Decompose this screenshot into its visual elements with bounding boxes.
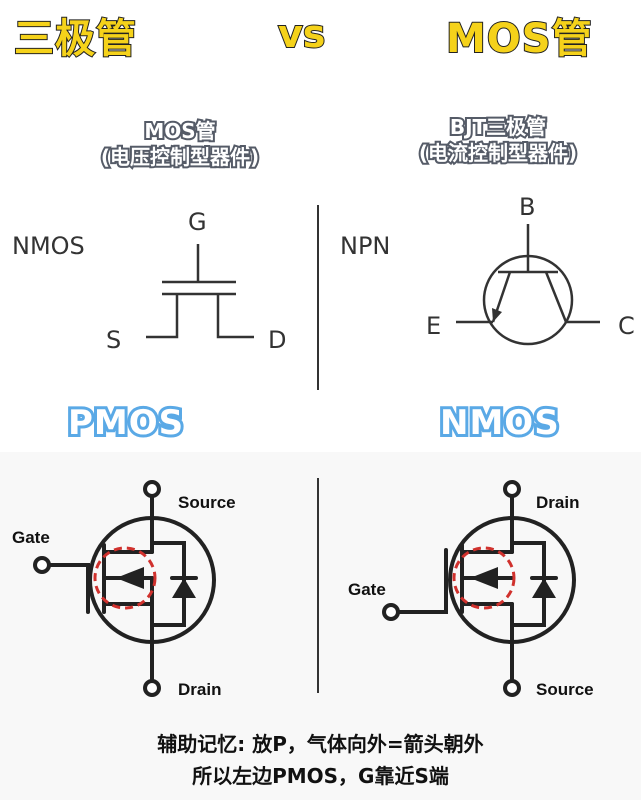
npn-emitter-label: E [426, 312, 442, 340]
pmos-title: PMOS [65, 400, 186, 446]
mos-subtitle-line1: MOS管 [142, 117, 217, 145]
nmos-source-label-bottom: Source [536, 680, 594, 699]
bjt-subtitle-line1: BJT三极管 [448, 113, 548, 141]
npn-collector-label: C [618, 312, 635, 340]
nmos-source-label: S [106, 326, 122, 354]
nmos-device-label: NMOS [12, 232, 85, 260]
bjt-subtitle-line2: (电流控制型器件) [417, 139, 579, 167]
nmos-drain-label-bottom: Drain [536, 493, 580, 512]
footer-line2: 所以左边PMOS，G靠近S端 [192, 764, 449, 788]
pmos-source-label: Source [178, 493, 236, 512]
header-left-title: 三极管 [13, 15, 137, 63]
header-vs: vs [277, 11, 326, 57]
mos-subtitle-line2: (电压控制型器件) [99, 143, 261, 171]
npn-device-label: NPN [340, 232, 391, 260]
pmos-gate-label: Gate [12, 528, 50, 547]
nmos-title: NMOS [437, 400, 562, 446]
header-right-title: MOS管 [445, 15, 593, 63]
bottom-divider [317, 478, 319, 693]
mos-subtitle: MOS管 (电压控制型器件) [40, 117, 320, 171]
pmos-drain-label: Drain [178, 680, 222, 699]
nmos-gate-label: G [188, 208, 207, 236]
npn-base-label: B [519, 193, 536, 221]
top-divider [317, 205, 319, 390]
bjt-subtitle: BJT三极管 (电流控制型器件) [356, 113, 640, 167]
nmos-gate-label-bottom: Gate [348, 580, 386, 599]
footer-line1: 辅助记忆: 放P，气体向外=箭头朝外 [157, 732, 484, 756]
nmos-drain-label: D [268, 326, 287, 354]
